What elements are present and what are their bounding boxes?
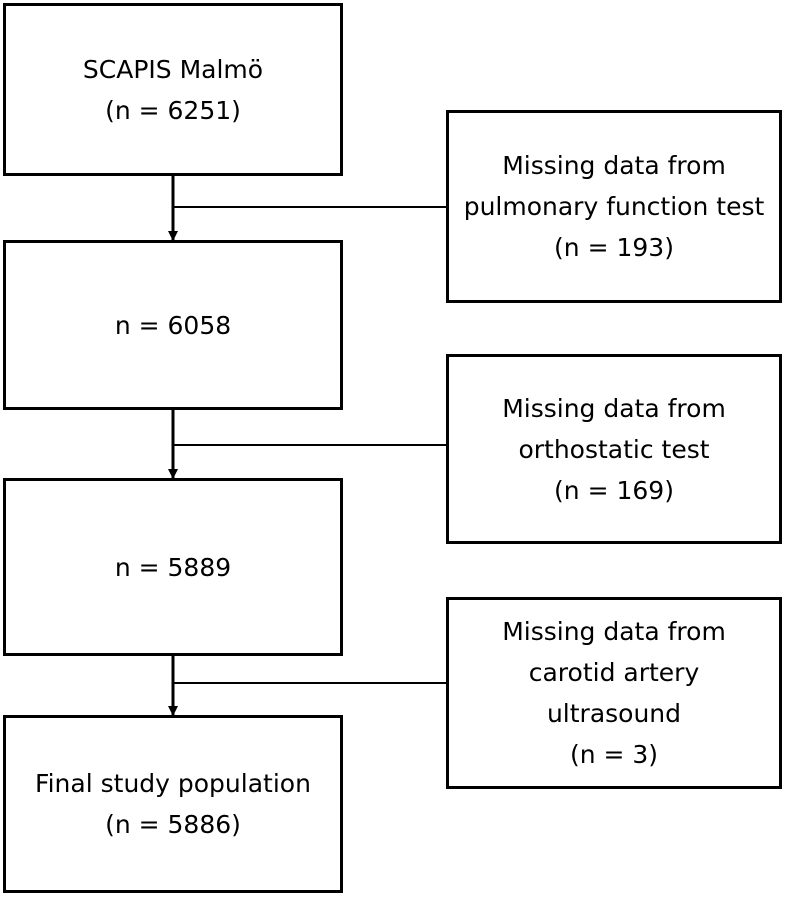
exclusion-label: carotid artery: [528, 658, 700, 687]
after-pulmonary-exclusion-box: n = 6058: [3, 240, 343, 410]
box-count: n = 5889: [114, 552, 232, 582]
box-label: SCAPIS Malmö: [82, 54, 264, 84]
exclusion-box-pulmonary: Missing data from pulmonary function tes…: [446, 110, 782, 303]
box-count: (n = 6251): [105, 95, 241, 125]
exclusion-box-carotid: Missing data from carotid artery ultraso…: [446, 597, 782, 789]
exclusion-label: Missing data from: [502, 151, 726, 180]
box-label: Final study population: [35, 769, 311, 798]
exclusion-label: orthostatic test: [518, 434, 710, 464]
exclusion-label: Missing data from: [502, 393, 726, 423]
cohort-box: SCAPIS Malmö (n = 6251): [3, 3, 343, 176]
exclusion-count: (n = 169): [554, 475, 674, 505]
exclusion-count: (n = 3): [569, 740, 659, 769]
exclusion-box-orthostatic: Missing data from orthostatic test (n = …: [446, 354, 782, 544]
exclusion-count: (n = 193): [554, 233, 674, 262]
final-population-box: Final study population (n = 5886): [3, 715, 343, 893]
box-count: (n = 5886): [105, 810, 241, 839]
exclusion-label: Missing data from: [502, 617, 726, 646]
box-count: n = 6058: [114, 310, 232, 340]
after-orthostatic-exclusion-box: n = 5889: [3, 478, 343, 656]
exclusion-label: pulmonary function test: [463, 192, 765, 221]
exclusion-label: ultrasound: [546, 699, 682, 728]
